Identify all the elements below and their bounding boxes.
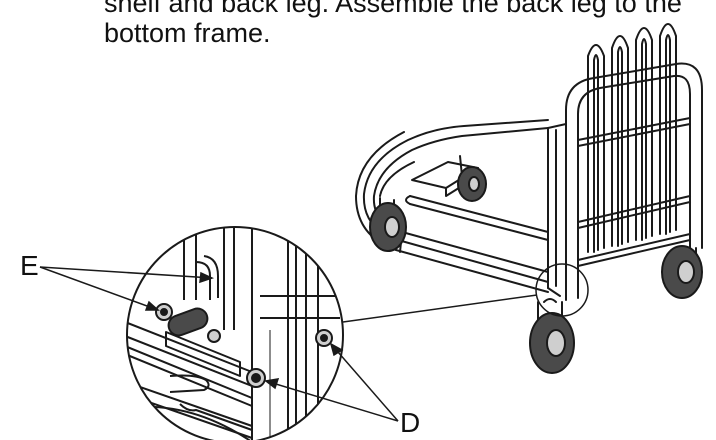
- front-left-caster: [369, 197, 407, 252]
- back-shelf-loops: [587, 23, 677, 253]
- callout-label-e: E: [20, 250, 39, 281]
- callout-d-arrows: [264, 342, 399, 422]
- zoom-leader-line: [342, 294, 538, 323]
- back-right-caster: [661, 245, 703, 299]
- rear-left-small-wheel: [457, 155, 487, 202]
- front-right-caster: [529, 298, 575, 374]
- zoomed-detail-view: [126, 226, 344, 440]
- callout-label-d: D: [400, 407, 421, 438]
- callout-e-arrows: [39, 266, 215, 311]
- cart-drawing: [355, 23, 703, 374]
- instruction-text-line-2: bottom frame.: [104, 18, 271, 48]
- instruction-text-line-1: shelf and back leg. Assemble the back le…: [104, 0, 682, 18]
- detail-marker-circle: [535, 263, 589, 317]
